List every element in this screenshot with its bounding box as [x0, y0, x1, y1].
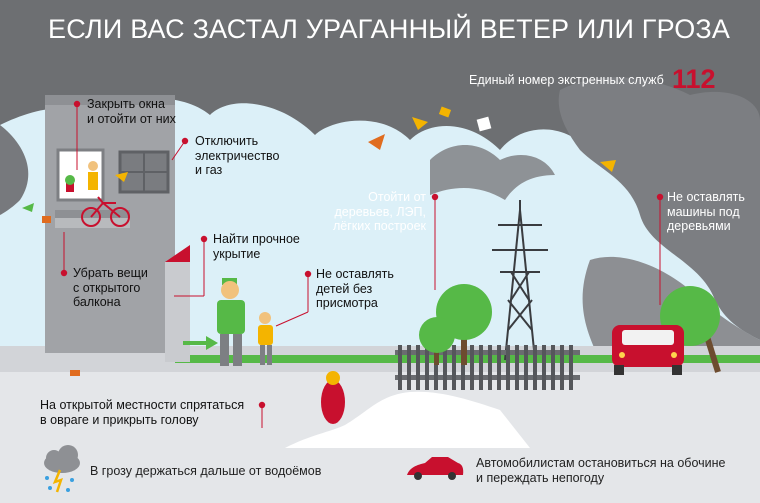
hotline-number: 112 — [672, 64, 716, 94]
fence-post — [443, 345, 447, 390]
ravine-hill — [285, 391, 530, 448]
tip-turn-off-utilities: Отключить электричество и газ — [195, 134, 280, 177]
storm-cloud-icon — [44, 445, 80, 493]
fence-post — [524, 345, 528, 390]
page-title: ЕСЛИ ВАС ЗАСТАЛ УРАГАННЫЙ ВЕТЕР ИЛИ ГРОЗ… — [48, 14, 731, 44]
adult-figure — [217, 278, 245, 366]
fence-post — [497, 345, 501, 390]
fence-post — [425, 345, 429, 390]
red-car — [612, 325, 684, 375]
fence — [395, 350, 580, 380]
fence-post — [506, 345, 510, 390]
tip-find-shelter: Найти прочное укрытие — [213, 232, 300, 261]
tip-close-windows: Закрыть окна и отойти от них — [87, 97, 176, 126]
fence-post — [569, 345, 573, 390]
fence-post — [479, 345, 483, 390]
tip-watch-children: Не оставлять детей без присмотра — [316, 267, 394, 310]
tip-avoid-water: В грозу держаться дальше от водоёмов — [90, 464, 322, 478]
fence-post — [542, 345, 546, 390]
fence-post — [488, 345, 492, 390]
flying-debris — [22, 106, 616, 376]
fence-post — [470, 345, 474, 390]
fence-post — [452, 345, 456, 390]
car-icon — [407, 457, 464, 480]
arrow-icon — [183, 336, 218, 350]
power-tower — [492, 200, 548, 361]
building — [45, 95, 190, 362]
fence-post — [560, 345, 564, 390]
fence-post — [407, 345, 411, 390]
grass — [175, 355, 760, 363]
fence-post — [416, 345, 420, 390]
crouching-person — [321, 371, 345, 424]
tip-move-cars: Не оставлять машины под деревьями — [667, 190, 745, 233]
hotline-label: Единый номер экстренных служб — [469, 73, 664, 87]
tip-avoid-trees: Отойти от деревьев, ЛЭП, лёгких построек — [333, 190, 426, 233]
fence-post — [533, 345, 537, 390]
pointer-lines — [60, 100, 664, 428]
tip-clear-balcony: Убрать вещи с открытого балкона — [73, 266, 148, 309]
fence-post — [515, 345, 519, 390]
tip-drivers-stop: Автомобилистам остановиться на обочине и… — [476, 456, 726, 485]
fence-post — [398, 345, 402, 390]
fence-post — [434, 345, 438, 390]
storm-clouds — [0, 0, 760, 360]
tip-ravine-shelter: На открытой местности спрятаться в овраг… — [40, 398, 245, 427]
fence-post — [461, 345, 465, 390]
bicycle — [81, 196, 130, 227]
fence-post — [551, 345, 555, 390]
child-figure — [258, 312, 273, 365]
